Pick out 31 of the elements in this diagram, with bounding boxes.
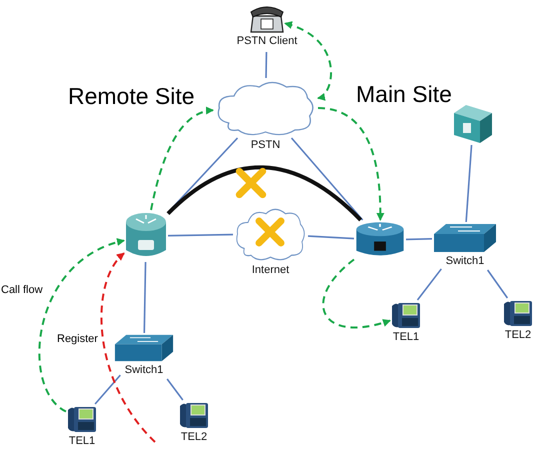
connector-line <box>406 238 432 240</box>
connector-line <box>290 137 364 221</box>
dashed-arrow <box>150 107 214 210</box>
connector-line <box>265 52 268 78</box>
node-label: TEL1 <box>68 435 96 448</box>
connector-line <box>465 144 472 222</box>
connector-line <box>166 378 184 400</box>
node-label: Switch1 <box>124 364 164 377</box>
site-title: Remote Site <box>68 84 195 110</box>
dashed-arrow <box>322 258 391 328</box>
node-label: TEL2 <box>504 329 532 342</box>
dashed-arrow <box>284 22 332 100</box>
flow-label: Call flow <box>1 284 43 296</box>
connector-line <box>416 268 442 300</box>
connector-line <box>168 234 234 236</box>
dashed-arrow <box>100 252 156 443</box>
node-label: PSTN <box>250 139 280 152</box>
site-title: Main Site <box>356 82 452 108</box>
node-label: TEL1 <box>392 331 420 344</box>
dashed-arrow <box>38 238 125 412</box>
connector-line <box>94 374 121 405</box>
node-label: Internet <box>252 264 290 277</box>
node-label: PSTN Client <box>236 35 298 48</box>
dashed-arrow <box>318 107 384 221</box>
flow-label: Register <box>57 333 98 346</box>
connector-line <box>308 235 354 240</box>
node-label: TEL2 <box>180 431 208 444</box>
node-label: Switch1 <box>446 255 484 268</box>
tunnel-line <box>166 165 362 222</box>
connector-line <box>143 262 146 334</box>
connector-line <box>486 270 508 298</box>
